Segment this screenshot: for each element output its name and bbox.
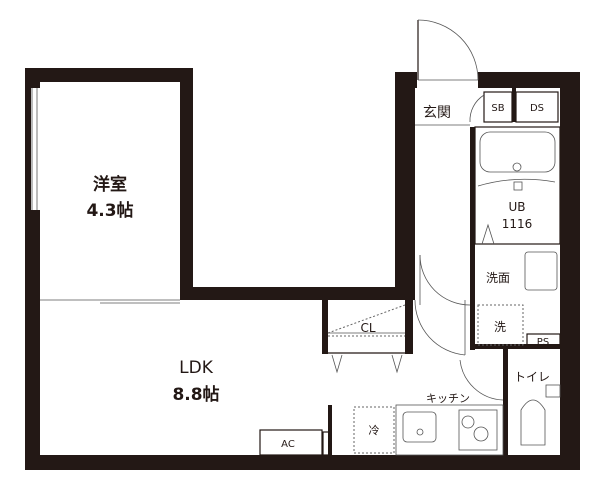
washer-label: 洗 [494, 320, 506, 334]
ds-box [515, 91, 559, 123]
ldk-name: LDK [179, 358, 214, 378]
washroom-label: 洗面 [486, 271, 510, 285]
walls [25, 68, 580, 470]
kitchen-label: キッチン [426, 392, 470, 405]
bath-size: 1116 [502, 217, 533, 231]
entrance-door [415, 19, 479, 126]
ac-unit [259, 429, 323, 456]
shoe-box [483, 91, 513, 123]
closet [322, 304, 413, 374]
toilet-fixture [520, 384, 561, 446]
sb-label: SB [491, 103, 504, 114]
window [31, 88, 40, 210]
closet-label: CL [360, 321, 375, 335]
toilet-label: トイレ [514, 370, 550, 384]
wash-basin [524, 251, 558, 291]
ps-lower-label: PS [326, 441, 332, 447]
sliding-door [40, 299, 180, 304]
bath-name: UB [508, 200, 525, 214]
ps-box-lower [322, 431, 330, 456]
toilet-door [459, 359, 504, 401]
ds-label: DS [530, 103, 544, 114]
ac-label: AC [281, 439, 295, 450]
unit-bath [474, 126, 561, 245]
kitchen-counter [395, 404, 504, 456]
washer-space [477, 304, 524, 346]
ps-upper-label: PS [537, 337, 549, 348]
entrance-label: 玄関 [423, 104, 451, 121]
ldk-size: 8.8帖 [172, 384, 219, 405]
ldk-door [414, 299, 466, 356]
fridge-space [353, 406, 395, 454]
western-room-size: 4.3帖 [86, 200, 133, 221]
washroom-door [419, 254, 471, 306]
ps-box-upper [526, 333, 561, 347]
western-room-name: 洋室 [93, 174, 127, 195]
fridge-label: 冷 [369, 424, 380, 437]
